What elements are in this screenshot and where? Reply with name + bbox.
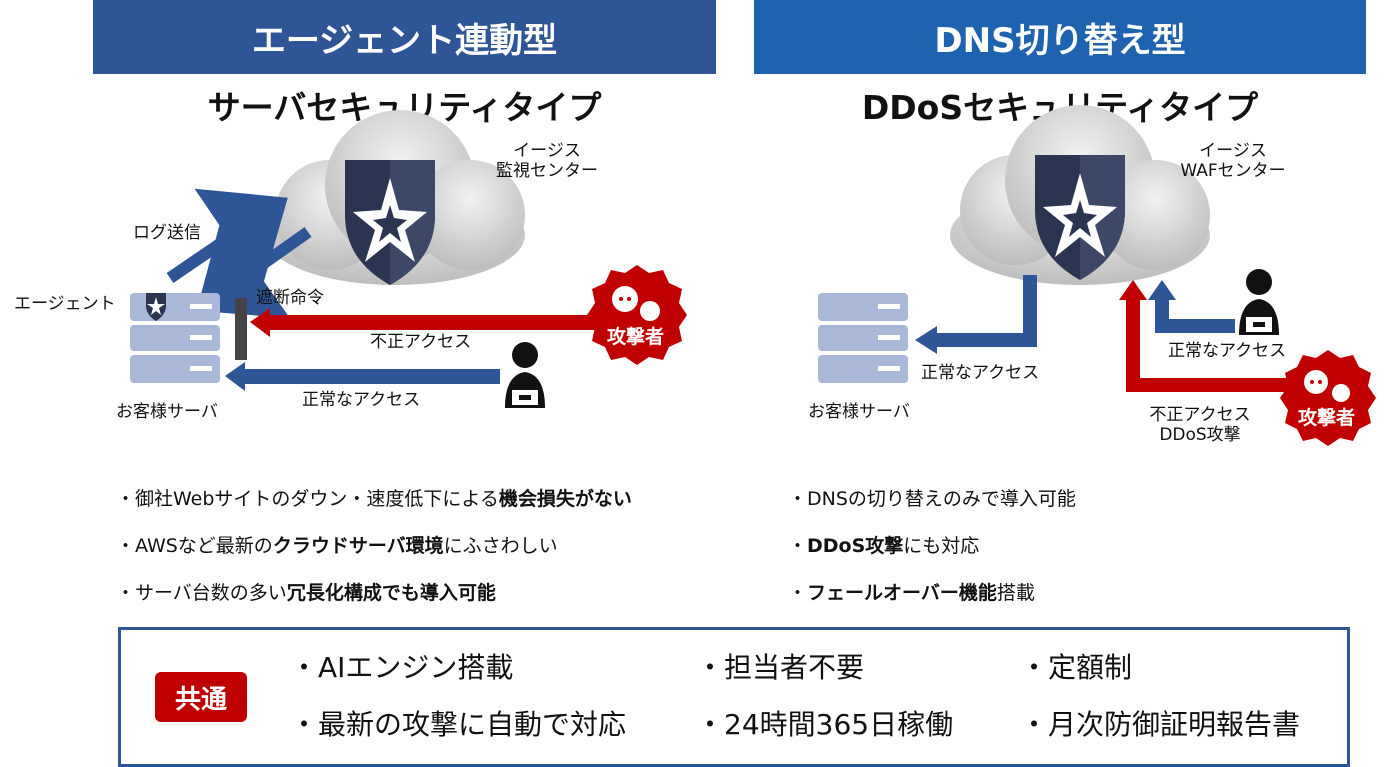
cloud-to-server-arrow — [935, 275, 1037, 347]
right-bullet-3: ・フェールオーバー機能搭載 — [788, 582, 1035, 604]
common-item-monthly-report: ・月次防御証明報告書 — [1020, 708, 1301, 741]
right-user-icon — [1239, 269, 1279, 335]
left-server-icon — [130, 293, 220, 383]
right-section-header: DNS切り替え型 — [754, 0, 1366, 74]
right-bullet-2: ・DDoS攻撃にも対応 — [788, 535, 980, 557]
common-item-flat-rate: ・定額制 — [1020, 651, 1133, 684]
common-item-auto-response: ・最新の攻撃に自動で対応 — [290, 708, 627, 741]
left-section-header: エージェント連動型 — [93, 0, 716, 74]
left-bullet-2: ・AWSなど最新のクラウドサーバ環境にふさわしい — [116, 535, 558, 557]
right-server-icon — [818, 293, 908, 383]
left-user-icon — [505, 342, 545, 408]
right-server-label: お客様サーバ — [808, 402, 910, 422]
right-normal-label-top: 正常なアクセス — [1168, 341, 1287, 361]
left-attacker-label: 攻撃者 — [607, 326, 665, 348]
common-badge: 共通 — [155, 672, 247, 722]
left-attacker-badge — [587, 265, 687, 365]
right-normal-arrowhead — [1148, 280, 1176, 300]
right-bullet-1: ・DNSの切り替えのみで導入可能 — [788, 488, 1076, 510]
right-attacker-badge — [1280, 350, 1376, 446]
block-command-label: 遮断命令 — [256, 288, 324, 308]
block-command-arrow — [196, 220, 312, 319]
left-bullet-1: ・御社Webサイトのダウン・速度低下による機会損失がない — [116, 488, 632, 510]
left-bullet-3: ・サーバ台数の多い冗長化構成でも導入可能 — [116, 582, 496, 604]
right-attacker-label: 攻撃者 — [1298, 407, 1356, 429]
right-unauthorized-arrowhead — [1119, 280, 1147, 300]
left-shield-icon — [345, 160, 435, 285]
right-normal-label-server: 正常なアクセス — [921, 363, 1040, 383]
left-server-label: お客様サーバ — [116, 402, 218, 422]
right-shield-icon — [1035, 155, 1125, 280]
common-item-ai-engine: ・AIエンジン搭載 — [290, 651, 514, 684]
unauthorized-arrow-head — [250, 308, 270, 337]
right-normal-arrow — [1155, 298, 1235, 333]
left-normal-label: 正常なアクセス — [302, 390, 421, 410]
normal-arrow-body — [240, 369, 500, 384]
left-cloud-label: イージス監視センター — [496, 141, 598, 181]
right-unauthorized-arrow — [1126, 298, 1290, 392]
unauthorized-arrow-body — [265, 315, 595, 330]
log-send-label: ログ送信 — [133, 223, 201, 243]
left-unauthorized-label: 不正アクセス — [370, 332, 472, 352]
agent-shield-icon — [146, 293, 166, 321]
common-item-no-staff: ・担当者不要 — [696, 651, 865, 684]
firewall-bar — [235, 298, 247, 360]
normal-arrow-head — [225, 362, 245, 391]
cloud-to-server-arrowhead — [915, 326, 937, 354]
diagram-canvas — [130, 105, 1376, 446]
agent-label: エージェント — [14, 294, 116, 314]
common-item-24-365: ・24時間365日稼働 — [696, 708, 954, 741]
